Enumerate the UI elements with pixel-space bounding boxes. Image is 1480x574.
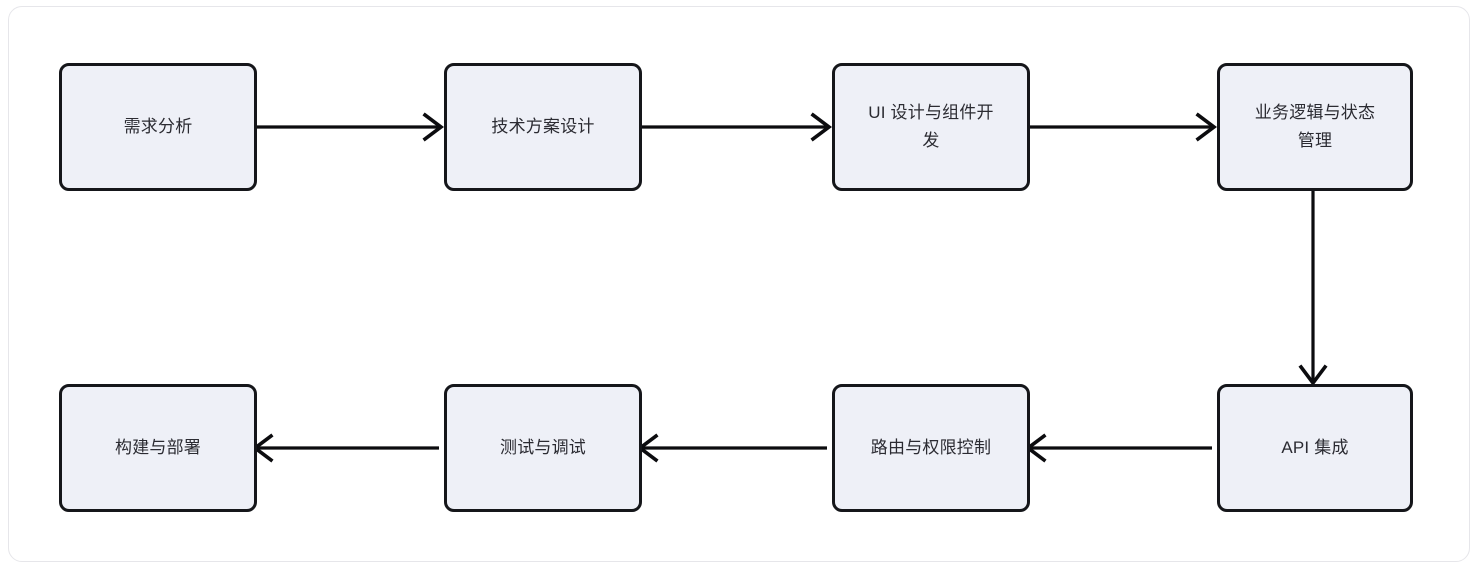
node-label: 需求分析 — [123, 117, 193, 136]
edge-n6-n7 — [637, 433, 827, 463]
node-label: API 集成 — [1281, 438, 1349, 457]
node-label: 路由与权限控制 — [870, 438, 992, 457]
node-technical-design[interactable]: 技术方案设计 — [444, 63, 642, 191]
edge-n7-n8 — [252, 433, 439, 463]
node-label: 技术方案设计 — [491, 117, 595, 136]
node-build-deploy[interactable]: 构建与部署 — [59, 384, 257, 512]
node-business-logic-state[interactable]: 业务逻辑与状态 管理 — [1217, 63, 1413, 191]
edge-n4-n5 — [1298, 191, 1328, 386]
edge-n2-n3 — [642, 112, 832, 142]
node-label: UI 设计与组件开 发 — [868, 103, 994, 150]
node-ui-component-development[interactable]: UI 设计与组件开 发 — [832, 63, 1030, 191]
node-testing-debugging[interactable]: 测试与调试 — [444, 384, 642, 512]
flowchart-canvas: 需求分析 技术方案设计 UI 设计与组件开 发 业务逻辑与状态 管理 API 集… — [9, 7, 1471, 563]
node-routing-permissions[interactable]: 路由与权限控制 — [832, 384, 1030, 512]
diagram-card: 需求分析 技术方案设计 UI 设计与组件开 发 业务逻辑与状态 管理 API 集… — [8, 6, 1470, 562]
node-label: 构建与部署 — [115, 438, 201, 457]
node-label: 测试与调试 — [500, 438, 586, 457]
node-api-integration[interactable]: API 集成 — [1217, 384, 1413, 512]
edge-n1-n2 — [257, 112, 444, 142]
node-label: 业务逻辑与状态 管理 — [1254, 103, 1376, 150]
node-requirements-analysis[interactable]: 需求分析 — [59, 63, 257, 191]
edge-n3-n4 — [1030, 112, 1217, 142]
edge-n5-n6 — [1025, 433, 1212, 463]
